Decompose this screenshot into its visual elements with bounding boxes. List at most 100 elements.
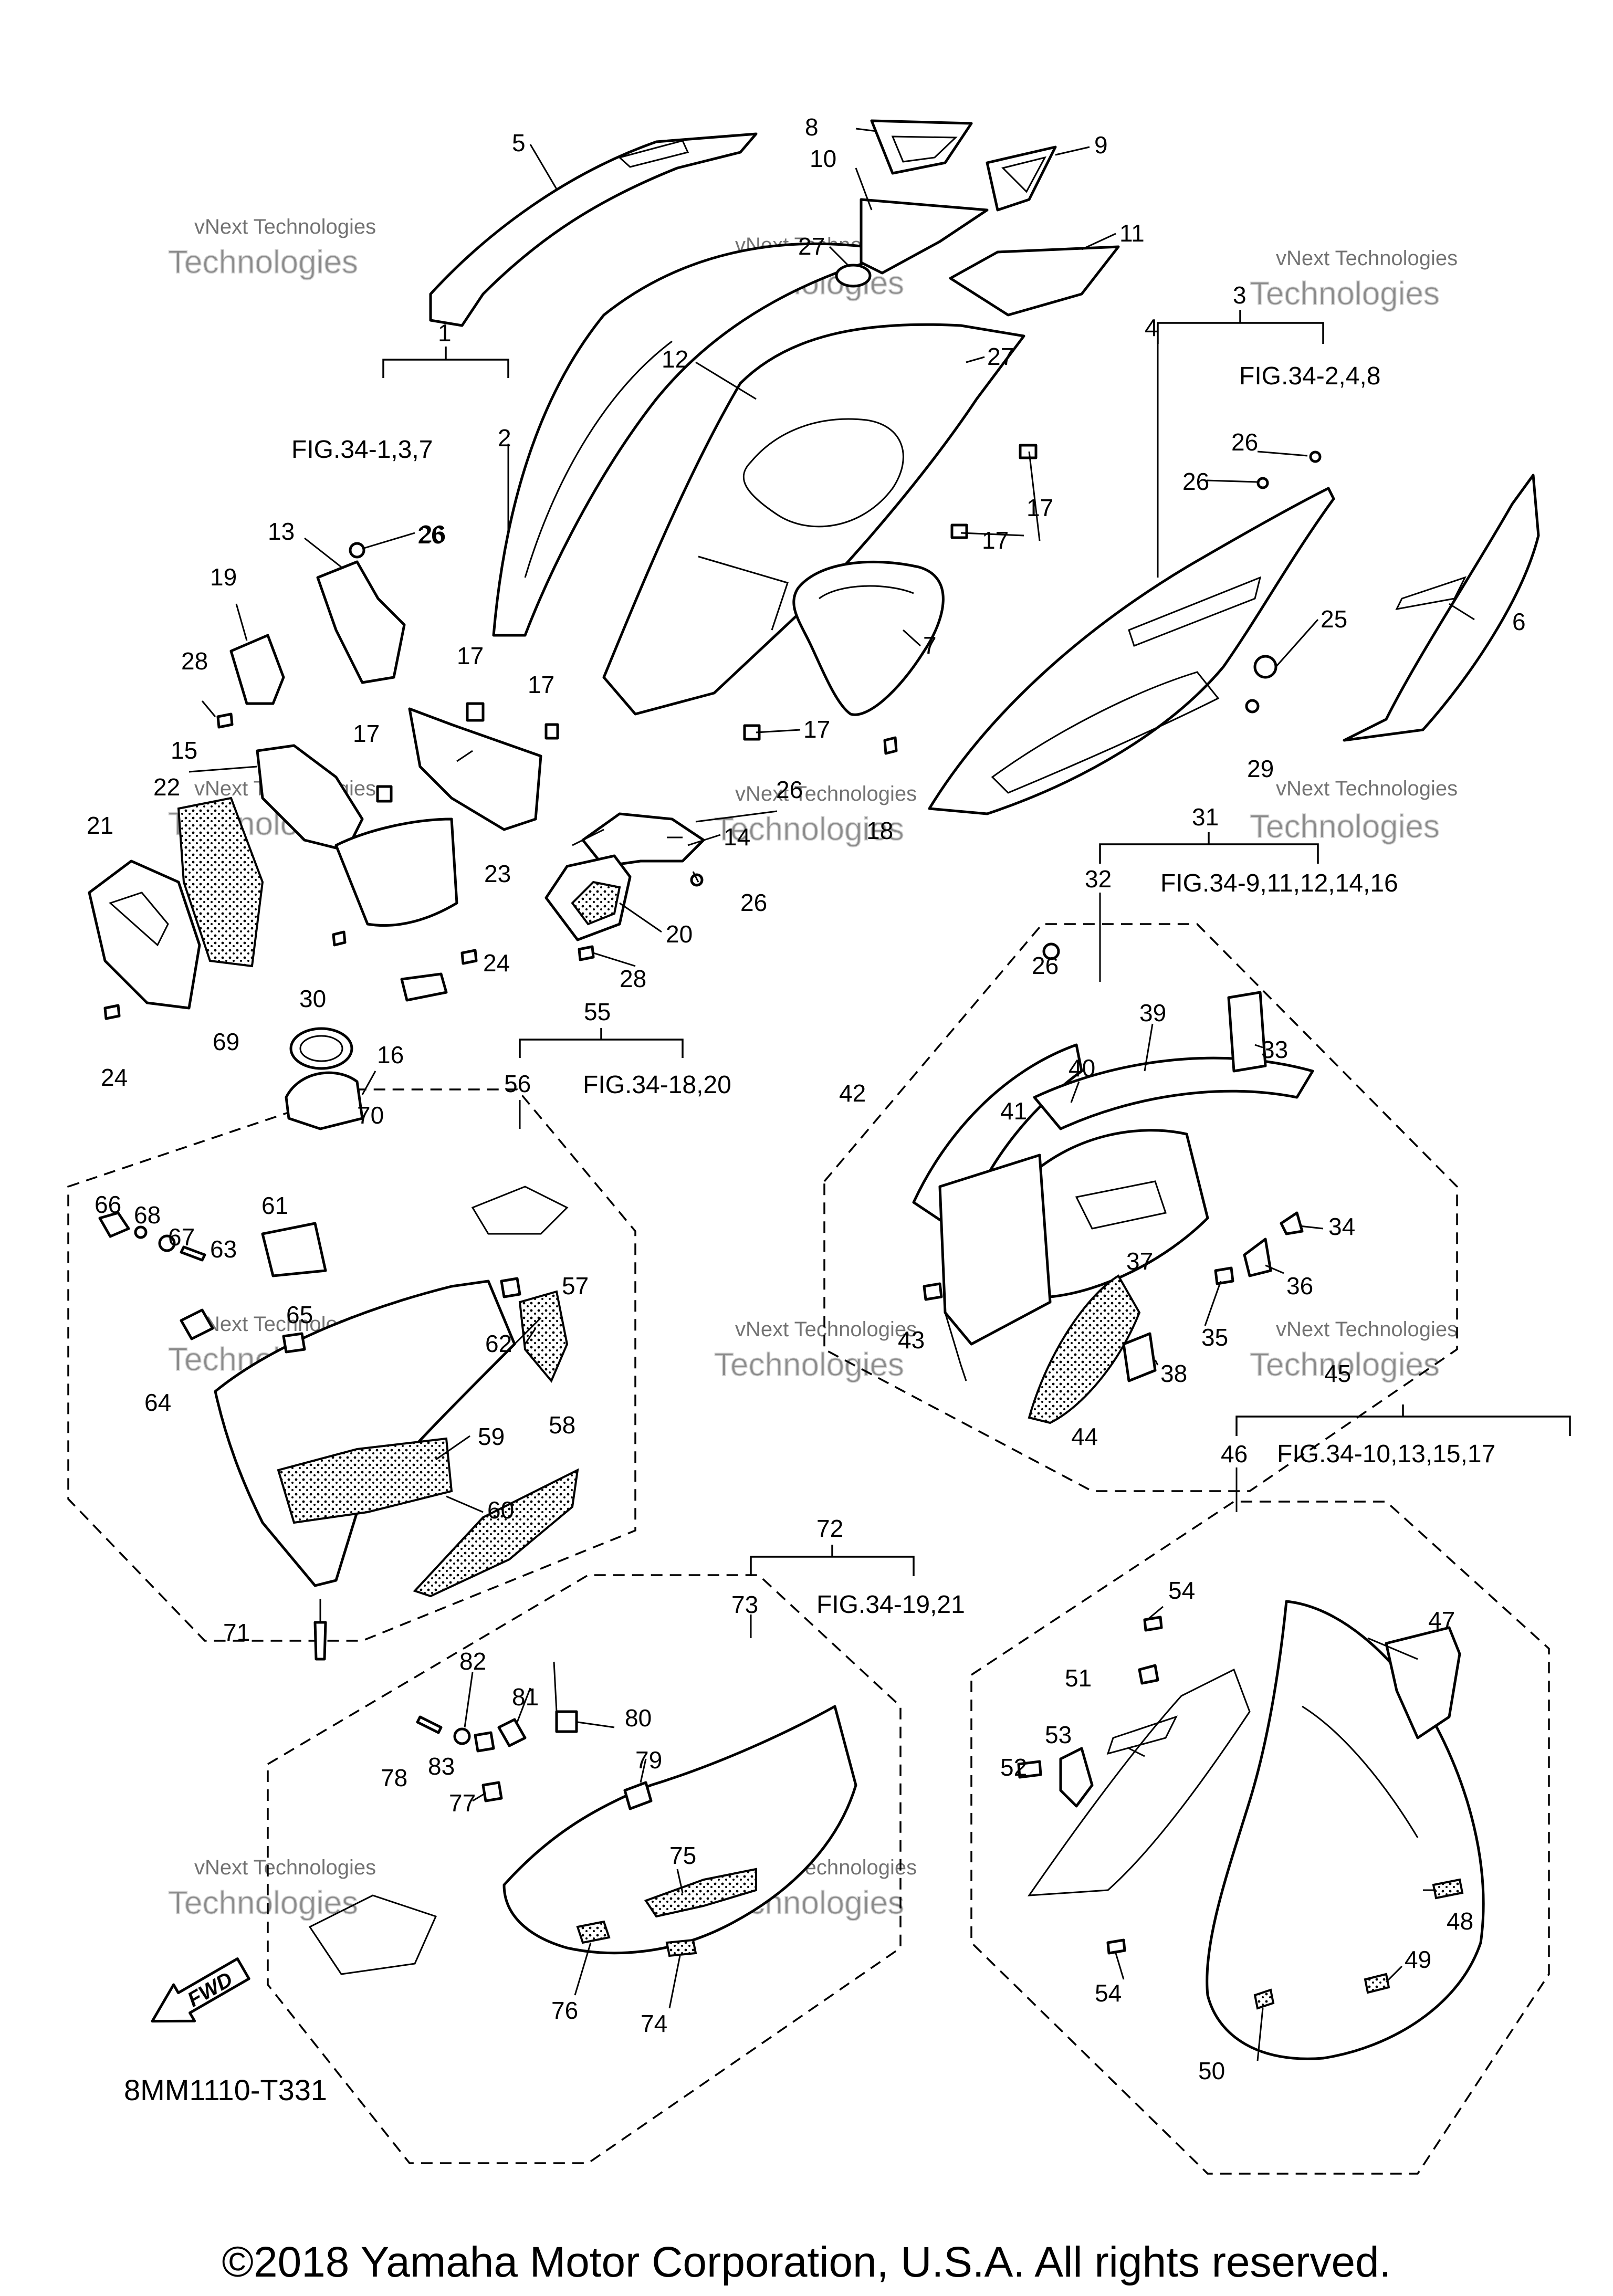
part-17-clip [466,702,485,722]
callout: 70 [357,1102,384,1129]
callout: 82 [459,1648,486,1675]
watermark: vNext Technologies [194,1856,376,1879]
part-59-mesh [277,1437,453,1524]
group-46-boundary [970,1501,1550,2175]
callout: 14 [724,823,750,851]
callout: 60 [487,1496,514,1524]
part-68-washer [134,1225,148,1239]
part-54-screw [1106,1938,1126,1955]
group-fig-72: FIG.34-19,21 [816,1591,965,1619]
callout: 52 [1000,1754,1027,1781]
callout: 35 [1201,1324,1228,1351]
callout: 16 [377,1041,404,1068]
callout: 80 [625,1704,652,1732]
part-70-bracket [285,1071,364,1130]
group-boundaries [67,923,1550,2175]
part-24-screw [103,1004,121,1020]
callout: 78 [381,1764,407,1791]
callout: 36 [1286,1272,1313,1299]
callout: 65 [286,1301,313,1328]
callout: 29 [1247,755,1274,782]
callout: 68 [134,1201,161,1229]
callout: 5 [512,129,526,156]
diagram-code: 8MM1110-T331 [124,2073,327,2106]
part-39-upper-cowl [1033,1056,1314,1130]
callout: 17 [982,527,1009,554]
part-11-cover [949,245,1120,317]
callout: 71 [223,1619,250,1646]
part-75-mesh [644,1868,757,1918]
callout: 17 [528,671,554,698]
callout: 30 [299,985,326,1012]
callout: 26 [1182,468,1209,495]
callout: 9 [1094,131,1108,159]
group-fig-45: FIG.34-10,13,15,17 [1277,1440,1495,1468]
bracket-72 [750,1545,915,1576]
callout: 67 [168,1223,195,1251]
callout: 26 [419,520,446,548]
part-51-clip [1138,1664,1159,1685]
group-id-1: 1 [438,319,452,347]
part-23-inner-panel [408,707,542,831]
part-26-screw [1256,477,1269,489]
callout: 53 [1045,1721,1072,1748]
part-large-left-panel [334,817,458,927]
callout: 8 [805,113,819,141]
part-79-clip [623,1781,653,1810]
callout: 23 [484,860,511,887]
part-37-inner-panel [1028,1129,1209,1298]
part-17-clip [544,723,559,740]
group-fig-31: FIG.34-9,11,12,14,16 [1160,869,1398,897]
part-58-mesh [413,1468,579,1598]
group-labels: 1 FIG.34-1,3,7 2 3 FIG.34-2,4,8 4 31 FIG… [291,281,1495,1619]
callout: 48 [1447,1907,1473,1935]
callout: 38 [1160,1360,1187,1387]
callout: 24 [101,1064,128,1091]
callout: 26 [1231,428,1258,456]
group-id-31: 31 [1192,803,1219,831]
part-28-screw [578,945,595,961]
callout: 59 [478,1423,505,1450]
callout: 79 [635,1746,662,1774]
group-fig-3: FIG.34-2,4,8 [1239,362,1380,390]
bracket-45 [1235,1404,1571,1436]
group-id-55: 55 [584,998,611,1025]
callout: 44 [1071,1423,1098,1450]
watermark: Technologies [168,244,358,280]
callout: 15 [171,737,197,764]
part-4-side-cowl [928,487,1335,815]
part-12-front-cowl [602,323,1025,716]
callout: 19 [210,563,237,591]
bracket-1 [382,347,509,378]
part-63-screw [180,1245,206,1262]
part-shapes [88,119,1540,2060]
callout: 76 [551,1997,578,2024]
part-17-clip [1019,444,1038,459]
part-19-bracket [229,634,285,705]
callout: 58 [549,1411,575,1439]
group-id-72: 72 [816,1515,843,1542]
part-21-side-panel [88,859,201,1010]
callout: 42 [839,1079,866,1107]
part-77-clip [481,1781,503,1802]
watermark: Technologies [1250,809,1440,845]
callout: 10 [810,145,836,172]
callout: 75 [669,1842,696,1869]
part-10-cover [860,198,989,275]
part-24-screw [460,949,478,965]
callout: 34 [1328,1213,1355,1240]
part-54-screw [1143,1616,1163,1632]
part-26-screw [349,542,365,559]
part-16-badge [400,972,448,1002]
callout: 64 [144,1389,171,1416]
part-5-upper-cowl [429,132,758,327]
callout: 54 [1095,1979,1122,2007]
callout: 17 [1027,494,1053,521]
callout: 81 [512,1683,539,1711]
watermark: vNext Technologies [735,782,917,805]
part-7-duct [792,560,945,716]
callout: 27 [987,343,1014,370]
callout: 40 [1069,1054,1095,1082]
part-48-mesh [1432,1878,1464,1900]
part-65-clip [282,1332,306,1354]
